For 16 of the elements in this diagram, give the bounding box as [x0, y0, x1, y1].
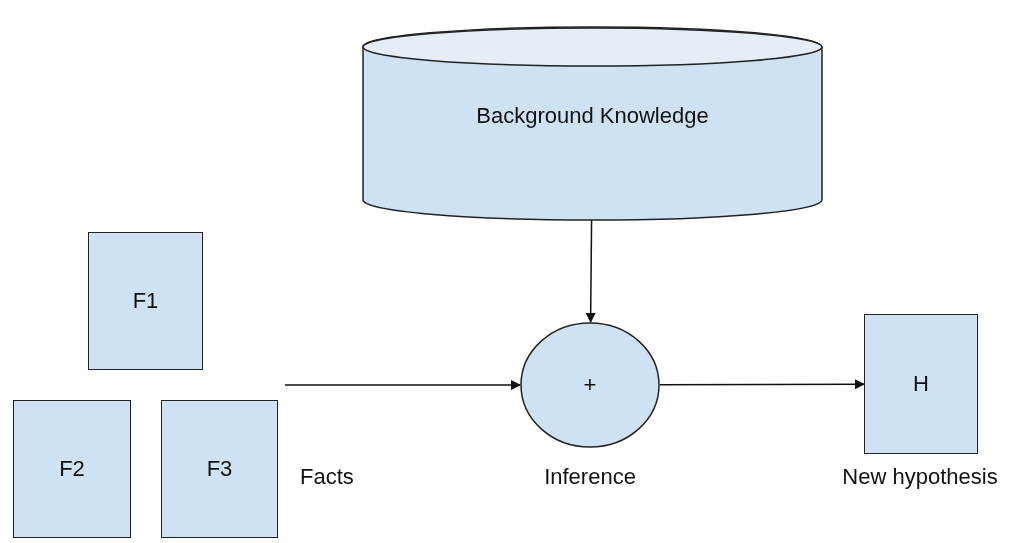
- arrow: [284, 380, 521, 390]
- node-caption: New hypothesis: [842, 464, 998, 490]
- facts-label: Facts: [300, 464, 354, 490]
- node-label: Background Knowledge: [476, 102, 709, 129]
- fact-box: [88, 232, 203, 370]
- hypothesis-box: [864, 314, 978, 454]
- node-label: F1: [132, 288, 159, 314]
- arrow: [659, 379, 865, 390]
- node-label: F3: [206, 456, 233, 482]
- fact-box: [13, 400, 131, 538]
- node-label: F2: [59, 456, 85, 482]
- node-label: H: [913, 371, 929, 397]
- arrow: [585, 219, 596, 323]
- node-label: +: [583, 372, 597, 398]
- fact-box: [161, 400, 278, 538]
- node-caption: Inference: [544, 464, 636, 490]
